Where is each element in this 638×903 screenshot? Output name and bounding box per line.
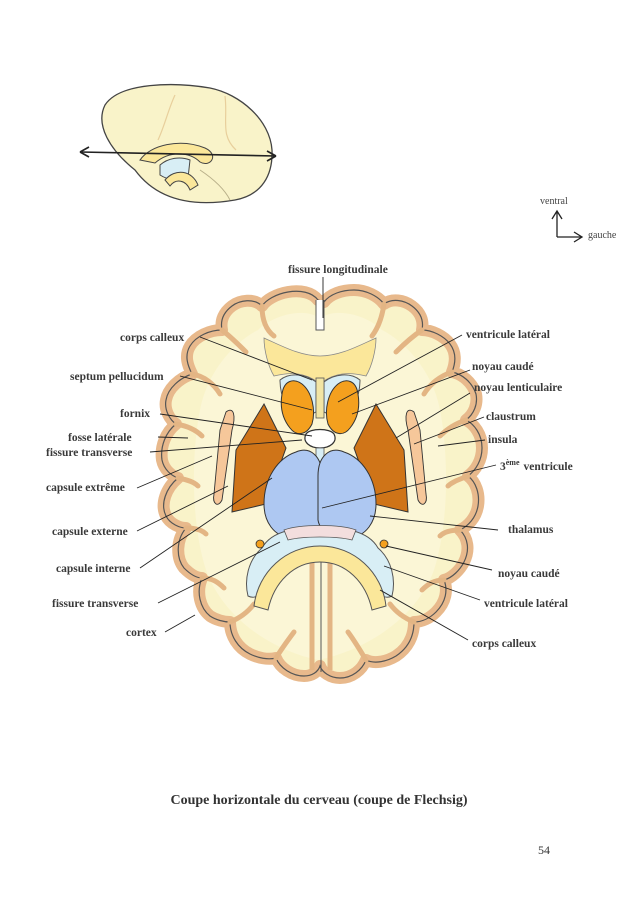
label-fissure-transverse-left: fissure transverse xyxy=(46,447,132,459)
fornix xyxy=(304,428,336,449)
label-capsule-extreme: capsule extrême xyxy=(46,482,125,494)
label-capsule-externe: capsule externe xyxy=(52,526,128,538)
label-fissure-transverse-bottom: fissure transverse xyxy=(52,598,138,610)
label-noyau-caude-top: noyau caudé xyxy=(472,361,534,373)
leader-lines xyxy=(136,277,499,641)
label-cortex: cortex xyxy=(126,627,157,639)
label-fornix: fornix xyxy=(120,408,150,420)
orientation-gauche-label: gauche xyxy=(588,230,617,241)
label-insula: insula xyxy=(488,434,518,446)
label-noyau-caude-bottom: noyau caudé xyxy=(498,568,560,580)
label-third-ventricle-sup: ème xyxy=(506,458,520,467)
page-number: 54 xyxy=(538,843,550,857)
figure-caption: Coupe horizontale du cerveau (coupe de F… xyxy=(170,793,468,808)
section-plane-arrow xyxy=(79,151,277,157)
caudate-tail-right xyxy=(379,539,389,549)
label-ventricule-lateral-bottom: ventricule latéral xyxy=(484,598,568,610)
label-ventricule-lateral-top: ventricule latéral xyxy=(466,329,550,341)
claustrum-left xyxy=(213,409,235,505)
label-noyau-lenticulaire: noyau lenticulaire xyxy=(474,382,562,394)
sagittal-reference-brain xyxy=(79,84,277,204)
label-corps-calleux-bottom: corps calleux xyxy=(472,638,536,650)
label-fissure-longitudinale: fissure longitudinale xyxy=(288,264,388,276)
label-third-ventricle: 3ème ventricule xyxy=(500,458,573,473)
caudate-nucleus-right xyxy=(325,380,360,434)
orientation-ventral-label: ventral xyxy=(540,196,568,207)
orientation-indicator: ventral gauche xyxy=(540,196,617,243)
label-fosse-laterale: fosse latérale xyxy=(68,432,132,444)
label-claustrum: claustrum xyxy=(486,411,536,423)
label-third-ventricle-num: 3 xyxy=(500,461,506,473)
label-corps-calleux-top: corps calleux xyxy=(120,332,184,344)
label-thalamus: thalamus xyxy=(508,524,554,536)
label-capsule-interne: capsule interne xyxy=(56,563,130,575)
corpus-callosum-posterior xyxy=(253,545,387,611)
label-septum-pellucidum: septum pellucidum xyxy=(70,371,164,383)
claustrum-right xyxy=(405,409,427,505)
horizontal-section xyxy=(155,284,488,684)
caudate-tail-left xyxy=(255,539,265,549)
labels: fissure longitudinale corps calleux sept… xyxy=(46,264,573,650)
caudate-nucleus-left xyxy=(280,380,315,434)
label-third-ventricle-text: ventricule xyxy=(524,461,573,473)
